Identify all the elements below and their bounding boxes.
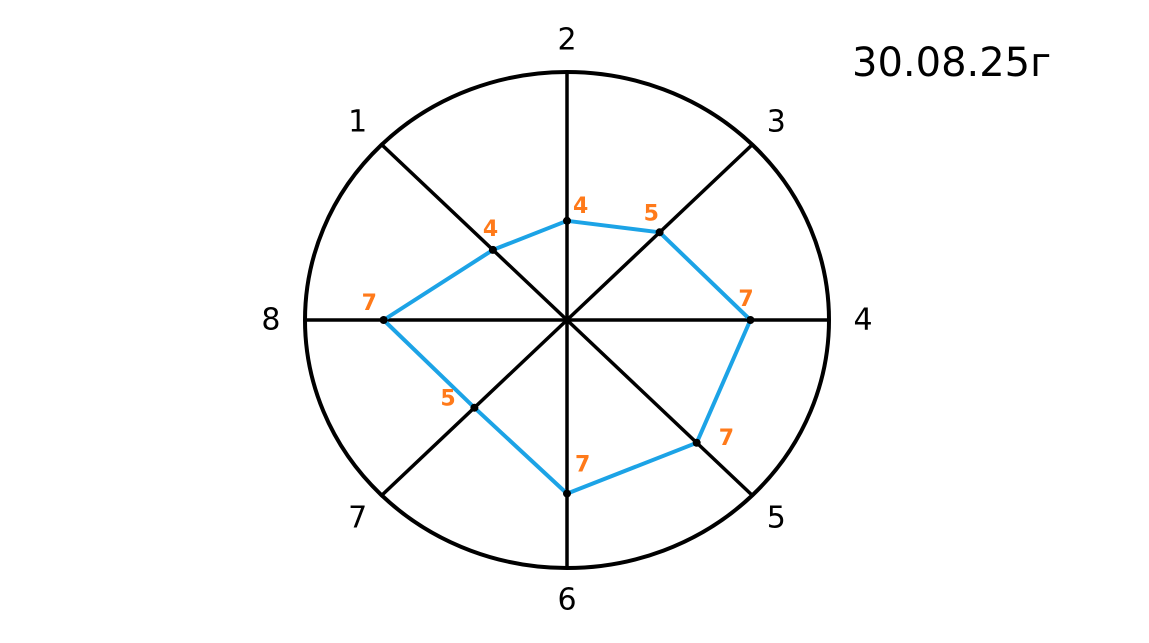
sector-label-3: 3 <box>767 104 786 139</box>
vertex-4 <box>746 316 755 324</box>
vertex-1 <box>488 245 497 254</box>
vertices <box>379 216 755 498</box>
spokes <box>305 72 829 568</box>
sector-label-4: 4 <box>854 303 873 338</box>
spoke-5 <box>565 318 754 497</box>
value-labels: 4 4 5 7 7 7 5 7 <box>362 194 754 478</box>
date-label: 30.08.25г <box>852 40 1051 86</box>
sector-label-7: 7 <box>348 501 367 536</box>
value-label-1: 4 <box>483 217 498 242</box>
vertex-5 <box>692 438 701 447</box>
vertex-2 <box>563 216 571 225</box>
value-label-3: 5 <box>644 201 659 226</box>
sector-label-6: 6 <box>557 583 576 618</box>
sector-label-5: 5 <box>767 501 786 536</box>
spoke-1 <box>380 143 569 322</box>
vertex-6 <box>563 489 571 498</box>
value-label-6: 7 <box>575 453 590 478</box>
value-label-4: 7 <box>738 287 753 312</box>
value-label-2: 4 <box>573 194 588 219</box>
sector-labels: 1 2 3 4 5 6 7 8 <box>261 22 872 617</box>
value-label-7: 5 <box>440 387 455 412</box>
vertex-8 <box>379 316 388 324</box>
vertex-3 <box>655 228 664 237</box>
value-label-5: 7 <box>719 426 734 451</box>
sector-label-1: 1 <box>348 104 367 139</box>
vertex-7 <box>470 403 479 412</box>
sector-label-8: 8 <box>261 303 280 338</box>
sector-label-2: 2 <box>557 22 576 57</box>
value-label-8: 7 <box>362 291 377 316</box>
